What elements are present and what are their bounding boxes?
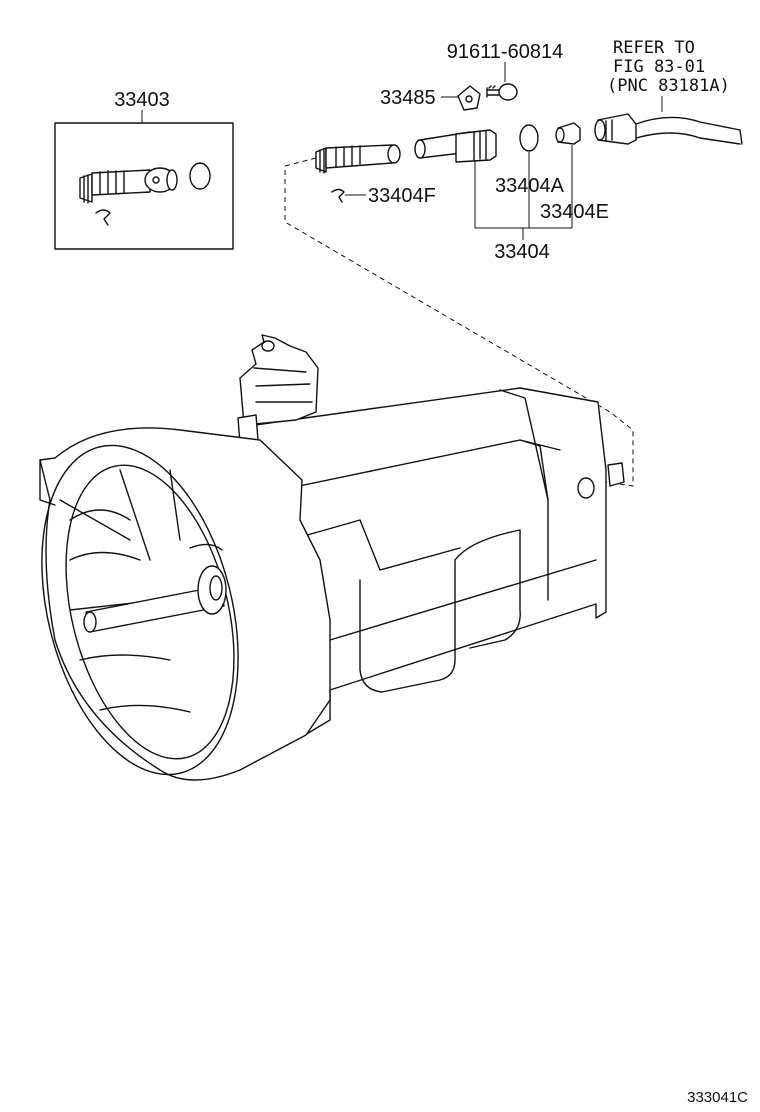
- part-label-33404A[interactable]: 33404A: [495, 175, 565, 197]
- o-ring-kit-icon[interactable]: [189, 162, 211, 190]
- o-ring-icon[interactable]: [519, 124, 539, 152]
- part-label-33404[interactable]: 33404: [494, 241, 550, 263]
- assembly-guide-line: [284, 157, 634, 487]
- lock-plate-icon[interactable]: [457, 85, 481, 111]
- part-label-33403[interactable]: 33403: [114, 89, 170, 111]
- bushing-icon[interactable]: [555, 122, 581, 145]
- figure-id: 333041C: [687, 1089, 748, 1106]
- bracket-33404: [474, 145, 573, 240]
- reference-note-line3: (PNC 83181A): [607, 76, 730, 96]
- kit-33403-box: [54, 122, 234, 250]
- kit-33403-group: 33403: [54, 89, 234, 250]
- gear-sleeve-icon[interactable]: [414, 129, 497, 163]
- screw-icon[interactable]: [486, 83, 518, 101]
- lock-plate-hole: [465, 95, 473, 103]
- clip-icon[interactable]: [331, 188, 345, 203]
- part-label-33404F[interactable]: 33404F: [368, 185, 436, 207]
- driven-gear-kit-icon[interactable]: [79, 167, 178, 204]
- part-label-91611-60814[interactable]: 91611-60814: [447, 41, 563, 63]
- clip-kit-icon[interactable]: [95, 209, 111, 226]
- reference-note-line2: FIG 83-01: [613, 57, 705, 77]
- driven-gear-icon[interactable]: [315, 144, 401, 174]
- part-label-33404E[interactable]: 33404E: [540, 201, 609, 223]
- speedometer-cable-icon[interactable]: [594, 113, 743, 145]
- transmission-icon[interactable]: [10, 334, 625, 795]
- part-label-33485[interactable]: 33485: [380, 87, 436, 109]
- reference-note-line1: REFER TO: [613, 38, 695, 58]
- reference-note: REFER TO FIG 83-01 (PNC 83181A): [607, 38, 730, 96]
